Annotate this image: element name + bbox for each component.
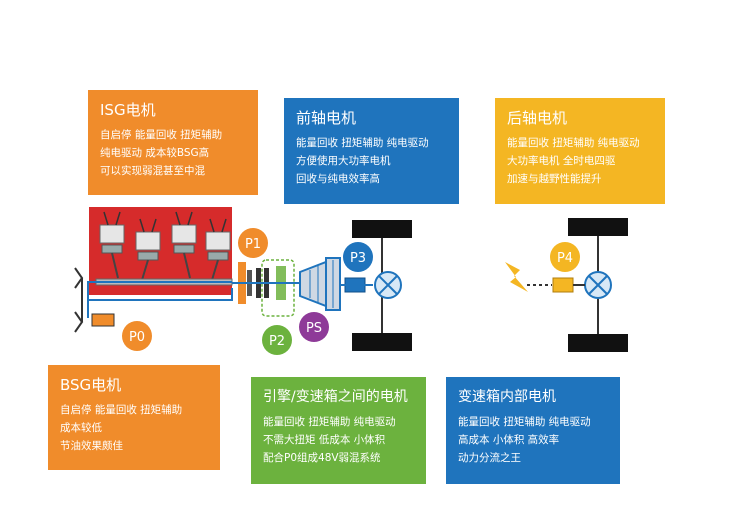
rear-line-1: 能量回收 扭矩辅助 纯电驱动	[507, 137, 640, 149]
position-p3-label: P3	[350, 251, 366, 266]
bsg-title: BSG电机	[60, 376, 122, 394]
engine-block	[89, 207, 233, 295]
position-p2-label: P2	[269, 334, 285, 349]
internal-title: 变速箱内部电机	[458, 389, 556, 405]
rear-title: 后轴电机	[507, 109, 568, 127]
front-axle-motor-box: 前轴电机 能量回收 扭矩辅助 纯电驱动 方便使用大功率电机 回收与纯电效率高	[284, 98, 459, 204]
isg-motor-box: ISG电机 自启停 能量回收 扭矩辅助 纯电驱动 成本较BSG高 可以实现弱混甚…	[88, 90, 258, 195]
front-title: 前轴电机	[296, 109, 357, 127]
bsg-line-2: 成本较低	[60, 422, 102, 434]
isg-title: ISG电机	[100, 101, 156, 119]
internal-line-3: 动力分流之王	[458, 452, 521, 464]
position-p4: P4	[550, 242, 580, 272]
pulley-icon	[74, 267, 84, 333]
position-ps-label: PS	[306, 321, 322, 336]
between-line-3: 配合P0组成48V弱混系统	[263, 452, 381, 464]
belt-drive	[87, 281, 233, 318]
position-p0-label: P0	[129, 330, 145, 345]
position-ps: PS	[299, 312, 329, 342]
position-p1-label: P1	[245, 237, 261, 252]
isg-line-2: 纯电驱动 成本较BSG高	[100, 147, 210, 159]
bsg-motor-box: BSG电机 自启停 能量回收 扭矩辅助 成本较低 节油效果颇佳	[48, 365, 220, 470]
bsg-line-3: 节油效果颇佳	[60, 440, 123, 452]
rear-line-3: 加速与越野性能提升	[507, 173, 602, 185]
internal-line-2: 高成本 小体积 高效率	[458, 434, 560, 446]
isg-line-3: 可以实现弱混甚至中混	[100, 165, 205, 177]
front-line-1: 能量回收 扭矩辅助 纯电驱动	[296, 137, 429, 149]
internal-line-1: 能量回收 扭矩辅助 纯电驱动	[458, 416, 591, 428]
lightning-icon	[505, 262, 528, 292]
rear-line-2: 大功率电机 全时电四驱	[507, 155, 616, 167]
bsg-line-1: 自启停 能量回收 扭矩辅助	[60, 404, 183, 416]
transmission	[299, 257, 341, 311]
position-p1: P1	[238, 228, 268, 258]
between-title: 引擎/变速箱之间的电机	[263, 389, 408, 405]
p4-motor	[552, 277, 574, 293]
isg-line-1: 自启停 能量回收 扭矩辅助	[100, 129, 223, 141]
between-line-1: 能量回收 扭矩辅助 纯电驱动	[263, 416, 396, 428]
position-p3: P3	[343, 242, 373, 272]
transmission-internal-motor-box: 变速箱内部电机 能量回收 扭矩辅助 纯电驱动 高成本 小体积 高效率 动力分流之…	[446, 377, 620, 484]
p0-motor	[91, 313, 115, 327]
rear-axle-motor-box: 后轴电机 能量回收 扭矩辅助 纯电驱动 大功率电机 全时电四驱 加速与越野性能提…	[495, 98, 665, 204]
position-p4-label: P4	[557, 251, 573, 266]
front-line-2: 方便使用大功率电机	[296, 155, 391, 167]
position-p2: P2	[262, 325, 292, 355]
p2-region	[261, 259, 295, 317]
front-axle	[352, 220, 412, 351]
between-line-2: 不需大扭矩 低成本 小体积	[263, 434, 386, 446]
engine-transmission-motor-box: 引擎/变速箱之间的电机 能量回收 扭矩辅助 纯电驱动 不需大扭矩 低成本 小体积…	[251, 377, 426, 484]
front-line-3: 回收与纯电效率高	[296, 173, 380, 185]
position-p0: P0	[122, 321, 152, 351]
